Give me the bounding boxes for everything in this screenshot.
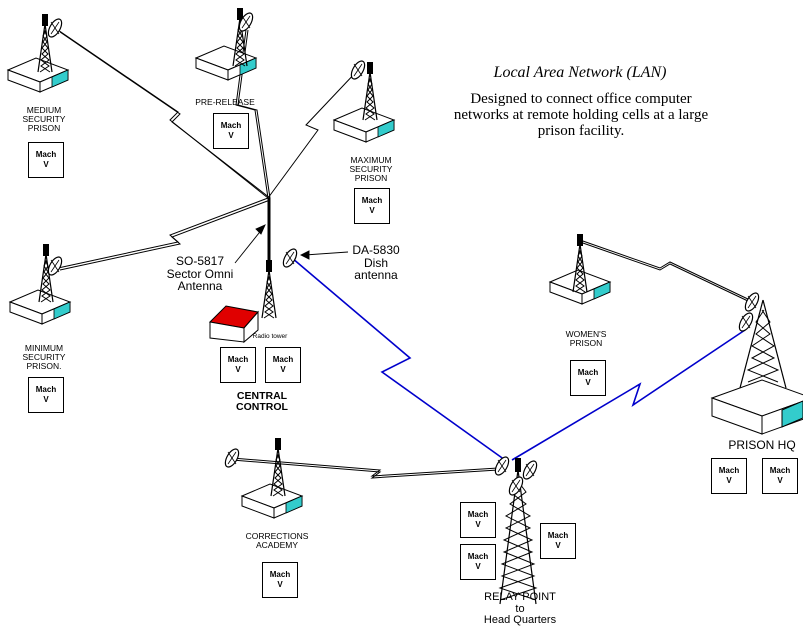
page-title: Local Area Network (LAN)	[493, 64, 667, 81]
central-house	[208, 305, 259, 344]
mach-v-device-central-1: Mach V	[220, 347, 256, 383]
site-academy	[222, 437, 303, 519]
annotation-arrows	[234, 224, 349, 264]
mach-v-device-central-2: Mach V	[265, 347, 301, 383]
mach-v-device-relay-3: Mach V	[540, 523, 576, 559]
label-womens-prison: WOMEN'S PRISON	[565, 329, 607, 348]
site-prisonhq	[710, 290, 803, 435]
site-maximum	[333, 58, 395, 143]
mach-v-device-medium: Mach V	[28, 142, 64, 178]
annotation-so-5817: SO-5817 Sector Omni Antenna	[166, 254, 234, 294]
mach-v-device-relay-2: Mach V	[460, 544, 496, 580]
site-relay	[492, 454, 540, 605]
mach-v-device-maximum: Mach V	[354, 188, 390, 224]
annotation-da-5830: DA-5830 Dish antenna	[352, 243, 400, 283]
label-corrections-academy: CORRECTIONS ACADEMY	[245, 531, 309, 550]
label-minimum-security-prison: MINIMUM SECURITY PRISON.	[22, 343, 66, 371]
links	[57, 29, 751, 479]
mach-v-device-womens: Mach V	[570, 360, 606, 396]
site-prerelease	[195, 7, 257, 81]
page-description: Designed to connect office computer netw…	[453, 91, 709, 140]
link-academy	[231, 457, 499, 477]
mach-v-device-academy: Mach V	[262, 562, 298, 598]
label-medium-security-prison: MEDIUM SECURITY PRISON	[22, 105, 66, 133]
mach-v-device-minimum: Mach V	[28, 377, 64, 413]
link-womens	[579, 239, 751, 301]
link-medium-2	[59, 31, 271, 199]
link-relay-hq	[511, 329, 746, 461]
annotation-radio-tower: Radio tower	[252, 333, 288, 340]
label-relay-point: RELAY POINT to Head Quarters	[483, 591, 557, 627]
site-medium	[7, 13, 69, 93]
link-womens-2	[579, 241, 751, 303]
backbone-links	[291, 257, 746, 461]
label-central-control: CENTRAL CONTROL	[236, 390, 288, 414]
mach-v-device-hq-1: Mach V	[711, 458, 747, 494]
label-prison-hq: PRISON HQ	[728, 438, 796, 452]
label-maximum-security-prison: MAXIMUM SECURITY PRISON	[349, 155, 393, 183]
link-minimum-2	[59, 199, 271, 271]
label-pre-release: PRE-RELEASE	[195, 97, 255, 107]
site-womens	[549, 233, 611, 305]
site-minimum	[9, 243, 71, 325]
mach-v-device-hq-2: Mach V	[762, 458, 798, 494]
link-academy-2	[231, 459, 499, 479]
link-maximum	[267, 69, 359, 199]
mach-v-device-relay-1: Mach V	[460, 502, 496, 538]
link-central-relay	[291, 257, 506, 461]
mach-v-device-prerelease: Mach V	[213, 113, 249, 149]
